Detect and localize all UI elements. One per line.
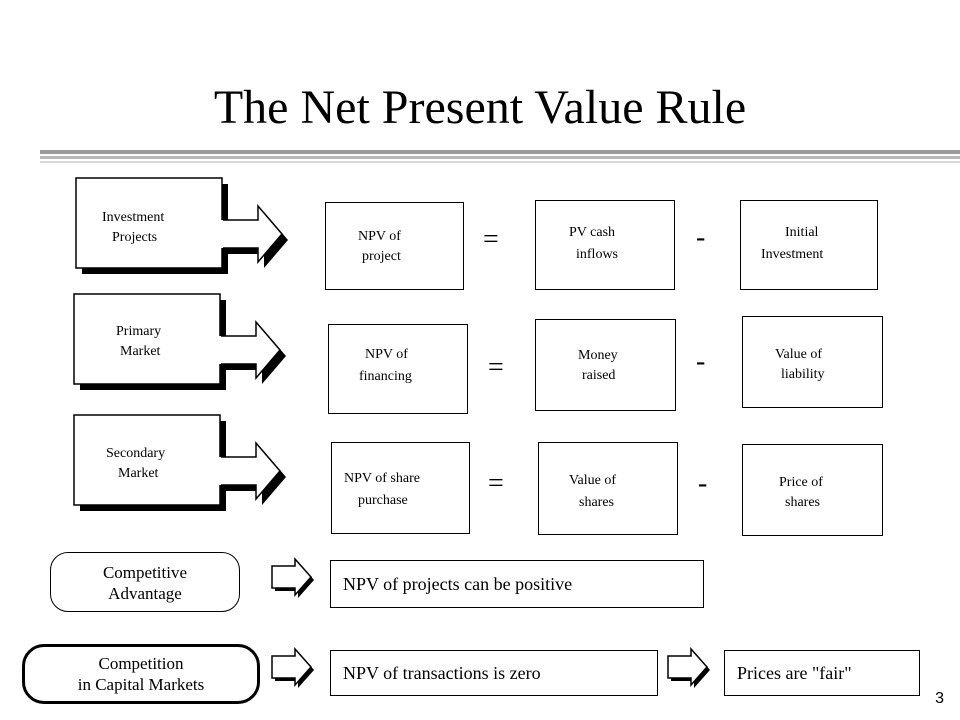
minus-sign: - — [696, 346, 706, 377]
value-of-shares-box: Value of shares — [538, 442, 678, 535]
arrow-competition — [271, 648, 315, 689]
slide-number: 3 — [935, 690, 944, 707]
slide-title: The Net Present Value Rule — [213, 81, 747, 134]
title-underline — [40, 150, 960, 163]
equals-sign: = — [483, 224, 499, 255]
arrow-competitive — [271, 558, 315, 599]
npv-transactions-zero-box: NPV of transactions is zero — [330, 650, 658, 696]
source-label-secondary-market: Secondary Market — [106, 446, 166, 481]
npv-project-box: NPV of project — [325, 202, 464, 290]
equals-sign: = — [488, 352, 504, 383]
competition-capital-markets-pill: Competition in Capital Markets — [22, 644, 260, 704]
npv-projects-positive-box: NPV of projects can be positive — [330, 560, 704, 608]
npv-share-purchase-box: NPV of share purchase — [331, 442, 470, 534]
price-of-shares-box: Price of shares — [742, 444, 883, 536]
source-label-investment-projects: Investment Projects — [102, 210, 165, 245]
arrow-fair-prices — [667, 648, 711, 689]
prices-fair-box: Prices are "fair" — [724, 650, 920, 696]
competitive-advantage-pill: Competitive Advantage — [50, 552, 240, 612]
minus-sign: - — [696, 222, 706, 253]
minus-sign: - — [698, 468, 708, 499]
money-raised-box: Money raised — [535, 319, 676, 411]
value-of-liability-box: Value of liability — [742, 316, 883, 408]
initial-investment-box: Initial Investment — [740, 200, 878, 290]
pv-cash-inflows-box: PV cash inflows — [535, 200, 675, 290]
equals-sign: = — [488, 468, 504, 499]
source-label-primary-market: Primary Market — [116, 324, 162, 359]
npv-financing-box: NPV of financing — [328, 324, 468, 414]
